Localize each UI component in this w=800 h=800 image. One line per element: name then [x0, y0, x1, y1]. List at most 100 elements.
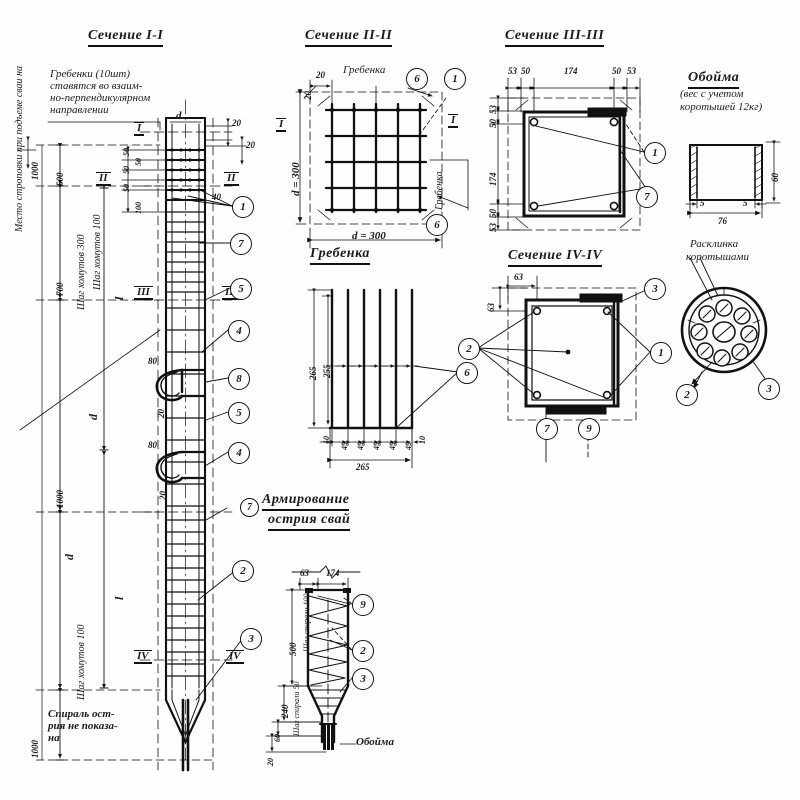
- dim-l-mid: l: [112, 596, 126, 600]
- dim-l-upper: l: [112, 296, 126, 300]
- dim-20-a: 20: [156, 409, 166, 418]
- section-mark-iv-left: IV: [134, 650, 152, 664]
- balloon-5-main-b[interactable]: 5: [228, 402, 250, 424]
- section-mark-iv-right: IV: [226, 650, 244, 664]
- dim-s2-20-b: 20: [303, 91, 313, 100]
- dim-s3-left-53a: 53: [488, 105, 498, 114]
- dim-s2-side: d = 300: [290, 162, 302, 196]
- dim-1000: 1000: [55, 490, 65, 508]
- dim-50-a: 50: [122, 148, 131, 156]
- dim-obojma-width: 76: [718, 216, 727, 226]
- balloon-2-section4[interactable]: 2: [458, 338, 480, 360]
- balloon-1-section2[interactable]: 1: [444, 68, 466, 90]
- balloon-4-main-b[interactable]: 4: [228, 442, 250, 464]
- balloon-7-main-b[interactable]: 7: [240, 498, 259, 517]
- dim-700: 700: [55, 282, 65, 297]
- balloon-9-section4[interactable]: 9: [578, 418, 600, 440]
- dim-tip-63: 63: [300, 568, 309, 578]
- dim-s3-top-50b: 50: [612, 66, 621, 76]
- dim-obojma-height: 60: [770, 173, 780, 182]
- balloon-7-section3[interactable]: 7: [636, 186, 658, 208]
- dim-greb-10-b: 10: [418, 436, 427, 444]
- section-mark-i-left: I: [134, 122, 145, 136]
- dim-s3-left-50a: 50: [488, 119, 498, 128]
- label-step-spiral-100: Шаг спирали 100: [302, 593, 311, 652]
- title-grebenka: Гребенка: [310, 246, 370, 265]
- balloon-6-section2-bottom[interactable]: 6: [426, 214, 448, 236]
- dim-s2-20-a: 20: [316, 70, 325, 80]
- dim-greb-49-d: 49: [388, 442, 397, 450]
- label-step-hoop-100-low: Шаг хомутов 100: [76, 624, 87, 700]
- dim-greb-49-c: 49: [372, 442, 381, 450]
- title-armirovanie-line2: острия свай: [268, 512, 351, 531]
- dim-d-1: d: [86, 414, 100, 420]
- title-obojma: Обойма: [688, 70, 740, 89]
- dim-s3-left-50b: 50: [488, 209, 498, 218]
- dim-d-2: d: [62, 554, 76, 560]
- dim-tip-240: 240: [280, 704, 290, 719]
- balloon-8-main[interactable]: 8: [228, 368, 250, 390]
- dim-s4-v: 63: [486, 303, 496, 312]
- balloon-1-section3[interactable]: 1: [644, 142, 666, 164]
- dim-50-c: 50: [122, 184, 131, 192]
- balloon-6-grebenka[interactable]: 6: [456, 362, 478, 384]
- dim-s3-top-53b: 53: [627, 66, 636, 76]
- dim-s3-top-174: 174: [564, 66, 578, 76]
- dim-greb-49-a: 49: [340, 442, 349, 450]
- dim-s3-top-53a: 53: [508, 66, 517, 76]
- title-section-1: Сечение I-I: [88, 28, 164, 47]
- balloon-2-tip[interactable]: 2: [352, 640, 374, 662]
- dim-100-e: 100: [134, 202, 143, 214]
- balloon-7-main[interactable]: 7: [230, 233, 252, 255]
- dim-s2-bottom: d = 300: [352, 230, 386, 242]
- label-grebenka-top: Гребенка: [343, 64, 386, 76]
- title-section-3: Сечение III-III: [505, 28, 605, 47]
- balloon-5-main-a[interactable]: 5: [230, 278, 252, 300]
- balloon-2-main[interactable]: 2: [232, 560, 254, 582]
- balloon-3-section4[interactable]: 3: [644, 278, 666, 300]
- dim-s3-top-50a: 50: [521, 66, 530, 76]
- section-mark-i-section2: I: [448, 114, 459, 128]
- obojma-subtitle-2: коротышей 12кг): [680, 101, 763, 113]
- dim-greb-10-a: 10: [322, 436, 331, 444]
- balloon-1-main[interactable]: 1: [232, 196, 254, 218]
- dim-50-b: 50: [122, 166, 131, 174]
- balloon-7-section4[interactable]: 7: [536, 418, 558, 440]
- dim-80-a: 80: [148, 356, 157, 366]
- section-mark-ii-right: II: [224, 172, 239, 186]
- label-step-hoop-100: Шаг хомутов 100: [92, 214, 103, 290]
- balloon-4-main-a[interactable]: 4: [228, 320, 250, 342]
- note-hoist-point: Место строповки при подъеме сваи на: [14, 65, 25, 232]
- dim-greb-inner-v: 255: [322, 364, 332, 379]
- dim-obojma-wall-right: 5: [743, 198, 748, 208]
- balloon-3-tip[interactable]: 3: [352, 668, 374, 690]
- dim-tip-174: 174: [326, 568, 340, 578]
- dim-greb-outer-v: 265: [308, 366, 318, 381]
- dim-greb-49-b: 49: [356, 442, 365, 450]
- dim-80-b: 80: [148, 440, 157, 450]
- title-armirovanie-line1: Армирование: [262, 492, 350, 511]
- dim-greb-outer-h: 265: [356, 462, 370, 472]
- dim-s3-left-174: 174: [488, 172, 498, 187]
- label-obojma-tip: Обойма: [356, 736, 394, 748]
- dim-20-b: 20: [158, 491, 168, 500]
- dim-s3-left-53b: 53: [488, 223, 498, 232]
- obojma-subtitle-1: (вес с учетом: [680, 88, 744, 100]
- balloon-6-section2-top[interactable]: 6: [406, 68, 428, 90]
- balloon-1-section4[interactable]: 1: [650, 342, 672, 364]
- title-rasklinka-line2: коротышами: [686, 251, 749, 263]
- dim-tip-60: 60: [273, 734, 282, 742]
- balloon-3-main[interactable]: 3: [240, 628, 262, 650]
- balloon-9-tip[interactable]: 9: [352, 594, 374, 616]
- dim-greb-49-e: 49: [404, 442, 413, 450]
- balloon-2-rasklinka[interactable]: 2: [676, 384, 698, 406]
- title-section-4: Сечение IV-IV: [508, 248, 603, 267]
- title-section-2: Сечение II-II: [305, 28, 393, 47]
- balloon-3-rasklinka[interactable]: 3: [758, 378, 780, 400]
- dim-tip-20: 20: [266, 758, 275, 766]
- dim-1000-bottom: 1000: [30, 740, 40, 758]
- dim-s4-h: 63: [514, 272, 523, 282]
- label-grebenka-side: Гребенка: [434, 171, 445, 210]
